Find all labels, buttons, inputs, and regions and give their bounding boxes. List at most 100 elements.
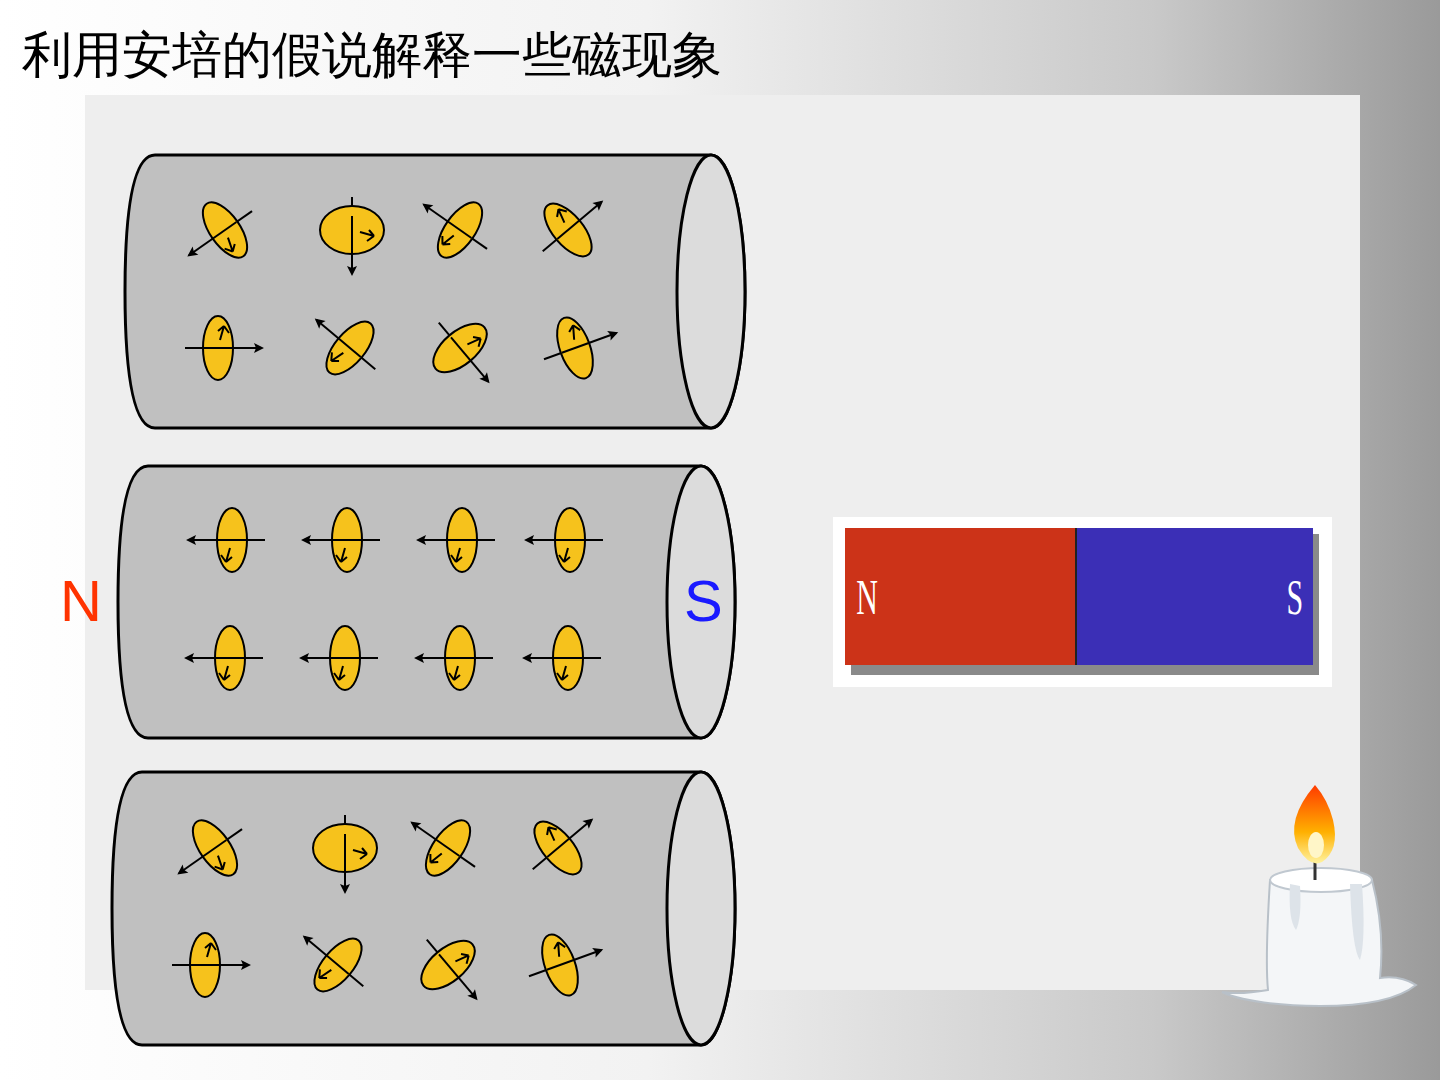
path-shape [414, 653, 424, 663]
ellipse-shape [425, 315, 495, 381]
path-shape [315, 964, 332, 982]
path-shape [449, 666, 460, 680]
iron-bar [125, 155, 745, 428]
molecular-current [522, 176, 624, 276]
magnet-north: N [845, 528, 1077, 665]
path-shape [211, 855, 228, 873]
path-shape [205, 943, 216, 957]
path-shape [607, 328, 620, 341]
path-shape [327, 347, 344, 365]
molecular-current [299, 626, 378, 690]
line-shape [351, 216, 353, 274]
path-shape [221, 237, 238, 255]
path-shape [522, 653, 532, 663]
iron-bars [112, 155, 745, 1045]
molecular-current [169, 185, 270, 283]
path-shape [312, 315, 326, 329]
line-shape [412, 823, 460, 856]
line-shape [547, 950, 602, 970]
path-shape [419, 200, 433, 214]
path-shape [454, 951, 472, 968]
molecular-current [392, 795, 493, 893]
line-shape [301, 657, 359, 659]
path-shape [336, 548, 347, 562]
path-shape [219, 666, 230, 680]
molecular-current [186, 508, 265, 572]
bar-end [677, 155, 745, 428]
path-shape [347, 266, 357, 276]
path-shape [340, 884, 350, 894]
path-shape [299, 653, 309, 663]
pole-letter: N [856, 572, 878, 622]
molecular-current [414, 626, 493, 690]
path-shape [524, 535, 534, 545]
molecular-current [524, 508, 603, 572]
molecular-current [159, 803, 260, 901]
molecular-current [172, 933, 251, 997]
line-shape [524, 657, 582, 659]
path-shape [360, 230, 374, 241]
path-shape [559, 548, 570, 562]
line-shape [191, 964, 249, 966]
pole-letter: S [1287, 572, 1304, 622]
path-shape [592, 945, 605, 958]
line-shape [424, 205, 472, 238]
ellipse-shape [413, 932, 483, 998]
path-shape [438, 230, 455, 248]
iron-bar [118, 466, 735, 738]
path-shape [426, 848, 443, 866]
path-shape [218, 326, 229, 340]
line-shape [418, 539, 476, 541]
iron-bar [112, 772, 735, 1045]
path-shape [582, 815, 596, 829]
molecular-currents [159, 176, 629, 1021]
path-shape [544, 824, 561, 842]
path-shape [466, 334, 484, 351]
molecular-current [320, 197, 384, 276]
magnet-shadow [851, 665, 1319, 675]
molecular-current [184, 626, 263, 690]
line-shape [316, 320, 360, 357]
path-shape [552, 941, 567, 958]
path-shape [416, 535, 426, 545]
line-shape [562, 333, 617, 353]
path-shape [407, 818, 421, 832]
molecular-current [533, 302, 629, 389]
path-shape [554, 206, 571, 224]
path-shape [353, 848, 367, 859]
path-shape [241, 960, 251, 970]
path-shape [567, 324, 582, 341]
pole-label: N [60, 572, 102, 630]
path-shape [467, 989, 481, 1003]
path-shape [174, 865, 188, 879]
title: 利用安培的假说解释一些磁现象 [22, 30, 722, 80]
molecular-current [185, 316, 264, 380]
path-shape [557, 666, 568, 680]
bar-end [667, 466, 735, 738]
line-shape [303, 539, 361, 541]
magnet-shadow [1313, 534, 1319, 674]
path-shape [451, 548, 462, 562]
molecular-current [518, 919, 614, 1006]
line-shape [304, 937, 348, 974]
path-shape [300, 932, 314, 946]
path-shape [184, 653, 194, 663]
line-shape [186, 657, 244, 659]
path-shape [592, 197, 606, 211]
molecular-current [512, 794, 614, 894]
molecular-current [282, 911, 384, 1011]
path-shape [479, 372, 493, 386]
path-shape [184, 247, 198, 261]
line-shape [526, 539, 584, 541]
magnet-south: S [1077, 528, 1313, 665]
molecular-current [402, 919, 502, 1021]
path-shape [186, 535, 196, 545]
pole-label: S [684, 572, 723, 630]
molecular-current [416, 508, 495, 572]
path-shape [254, 343, 264, 353]
path-shape [221, 548, 232, 562]
molecular-current [404, 177, 505, 275]
molecular-current [294, 294, 396, 394]
line-shape [204, 347, 262, 349]
molecular-current [313, 815, 377, 894]
